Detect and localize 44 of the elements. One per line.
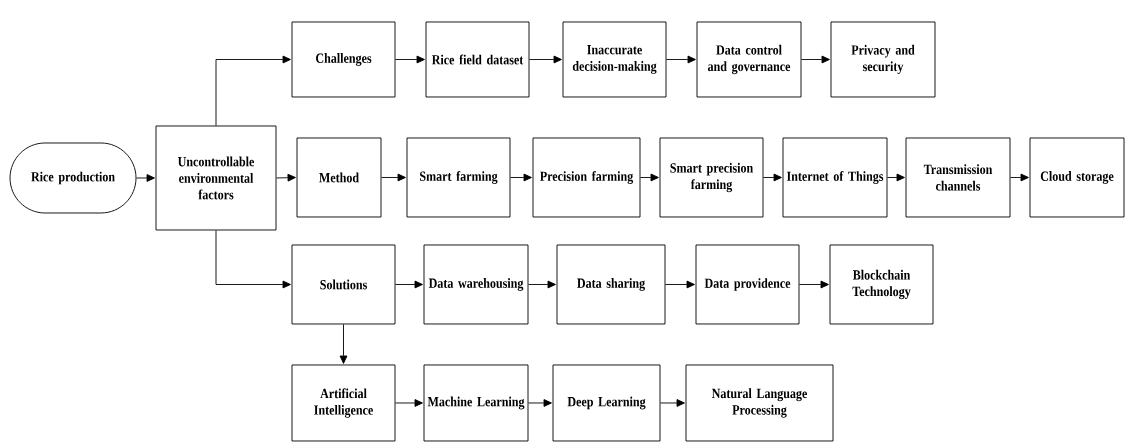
arrow <box>395 55 425 64</box>
process-box: Data providence <box>695 244 800 325</box>
arrow <box>136 174 155 182</box>
arrow <box>666 55 696 64</box>
arrow <box>381 173 406 182</box>
arrow <box>660 399 685 407</box>
process-box: Cloud storage <box>1029 137 1125 218</box>
process-box: Method <box>296 137 382 218</box>
arrow <box>528 399 552 407</box>
process-box: Data warehousing <box>423 244 529 325</box>
arrow <box>215 55 291 126</box>
arrow <box>1010 173 1029 182</box>
arrow <box>799 280 829 289</box>
process-box: Rice field dataset <box>425 21 530 98</box>
process-box: Internet of Things <box>782 137 888 218</box>
arrow <box>510 173 532 182</box>
arrow <box>801 55 830 64</box>
process-box: Privacy and security <box>830 21 936 98</box>
process-box: Precision farming <box>532 137 641 218</box>
arrow <box>528 280 556 289</box>
process-box: Machine Learning <box>423 364 529 442</box>
arrow <box>665 280 695 289</box>
process-box: Transmission channels <box>905 137 1011 218</box>
process-box: Solutions <box>291 244 396 325</box>
process-box: Uncontrollable environmental factors <box>155 125 277 231</box>
process-box: Inaccurate decision-making <box>562 21 667 98</box>
arrow <box>763 173 782 182</box>
arrow <box>276 173 296 182</box>
process-box: Smart farming <box>406 137 511 218</box>
process-box: Data control and governance <box>696 21 802 98</box>
arrow <box>395 399 423 407</box>
arrow <box>887 173 905 182</box>
process-box: Data sharing <box>556 244 666 325</box>
arrow <box>395 280 423 289</box>
process-box: Smart precision farming <box>659 137 764 218</box>
process-box: Challenges <box>291 21 396 98</box>
process-box: Blockchain Technology <box>829 244 934 325</box>
process-box: Artificial Intelligence <box>291 364 396 442</box>
arrow <box>339 324 348 364</box>
arrow <box>529 55 562 64</box>
process-box: Natural Language Processing <box>685 364 834 442</box>
arrow <box>640 173 659 182</box>
process-box: Deep Learning <box>552 364 661 442</box>
arrow <box>215 230 291 289</box>
